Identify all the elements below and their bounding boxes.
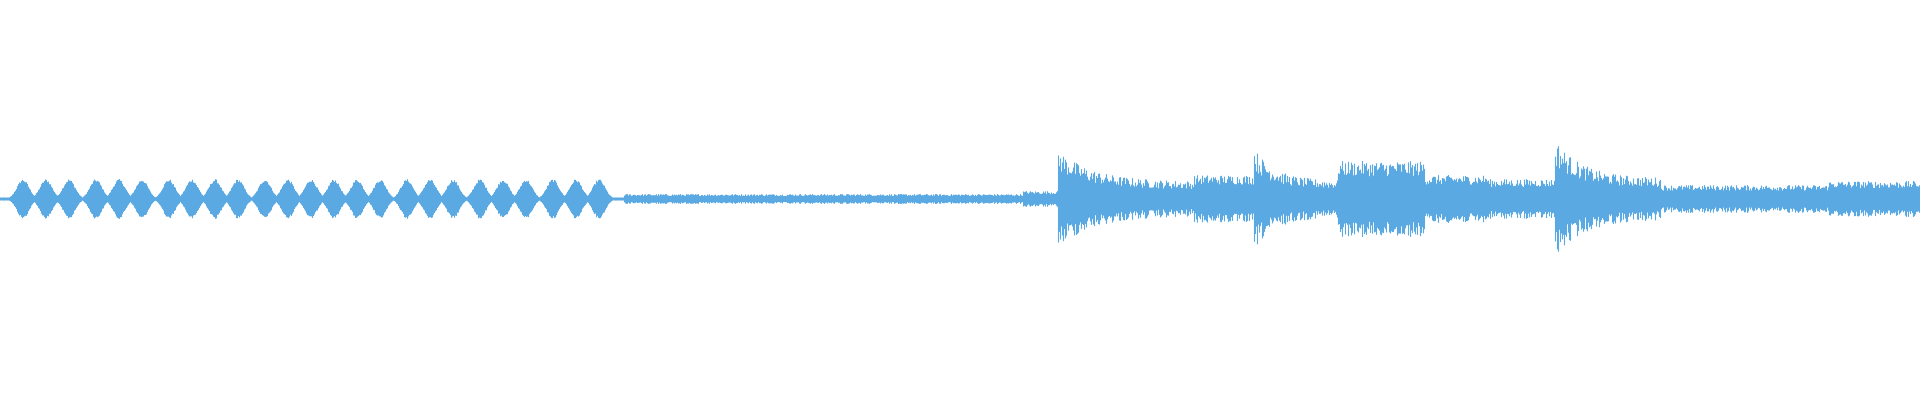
waveform-bars — [0, 146, 1920, 252]
